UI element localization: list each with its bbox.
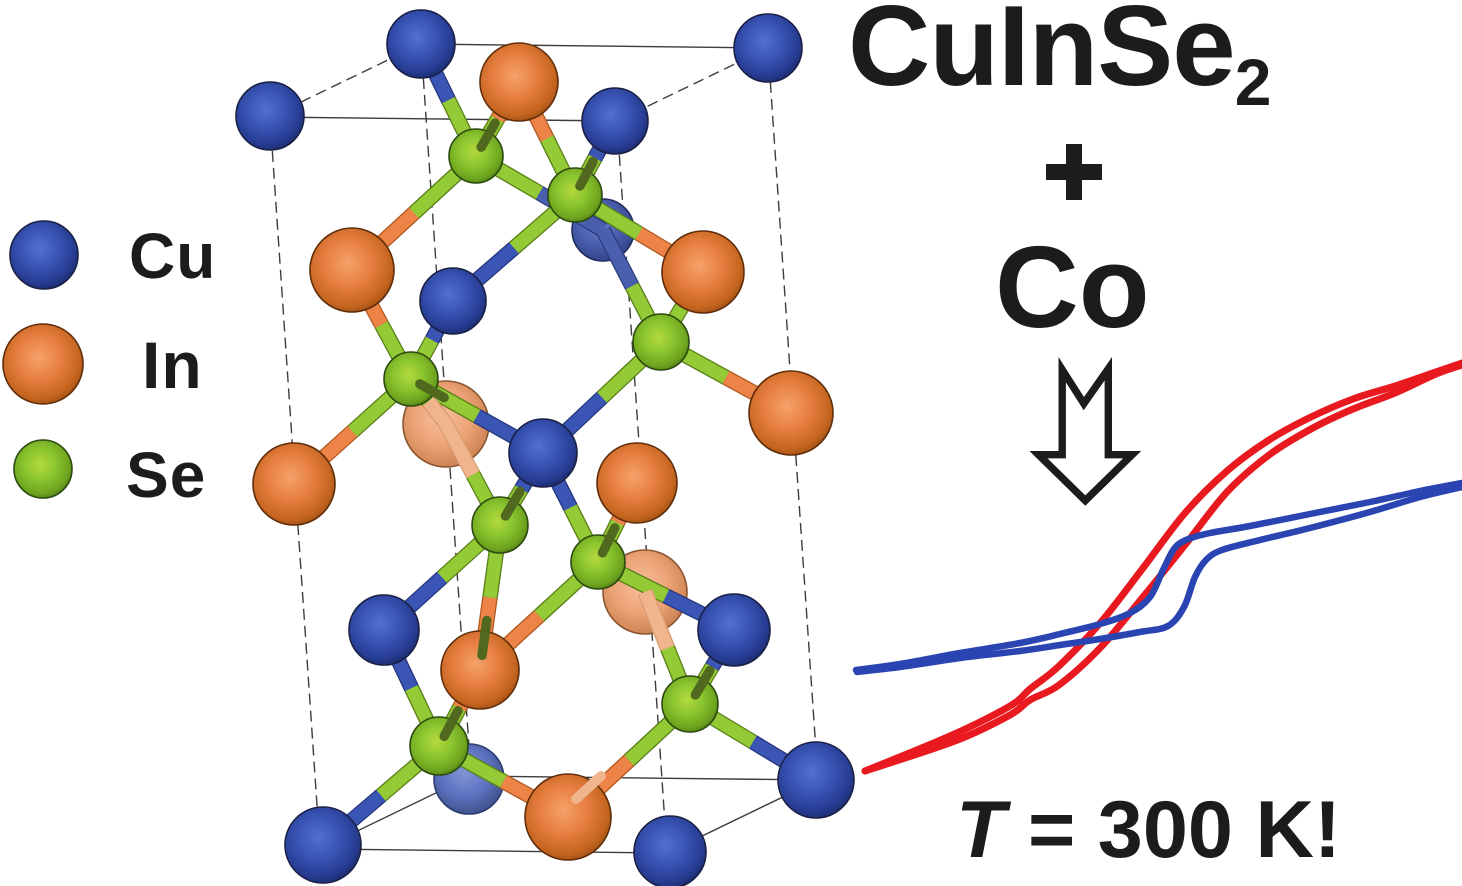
svg-text:Se: Se [126,439,206,511]
svg-text:Co: Co [995,222,1150,352]
svg-text:In: In [142,328,203,402]
svg-text:Cu: Cu [129,220,216,292]
svg-text:CuInSe2: CuInSe2 [848,0,1270,119]
svg-text:T = 300 K!: T = 300 K! [956,785,1341,875]
